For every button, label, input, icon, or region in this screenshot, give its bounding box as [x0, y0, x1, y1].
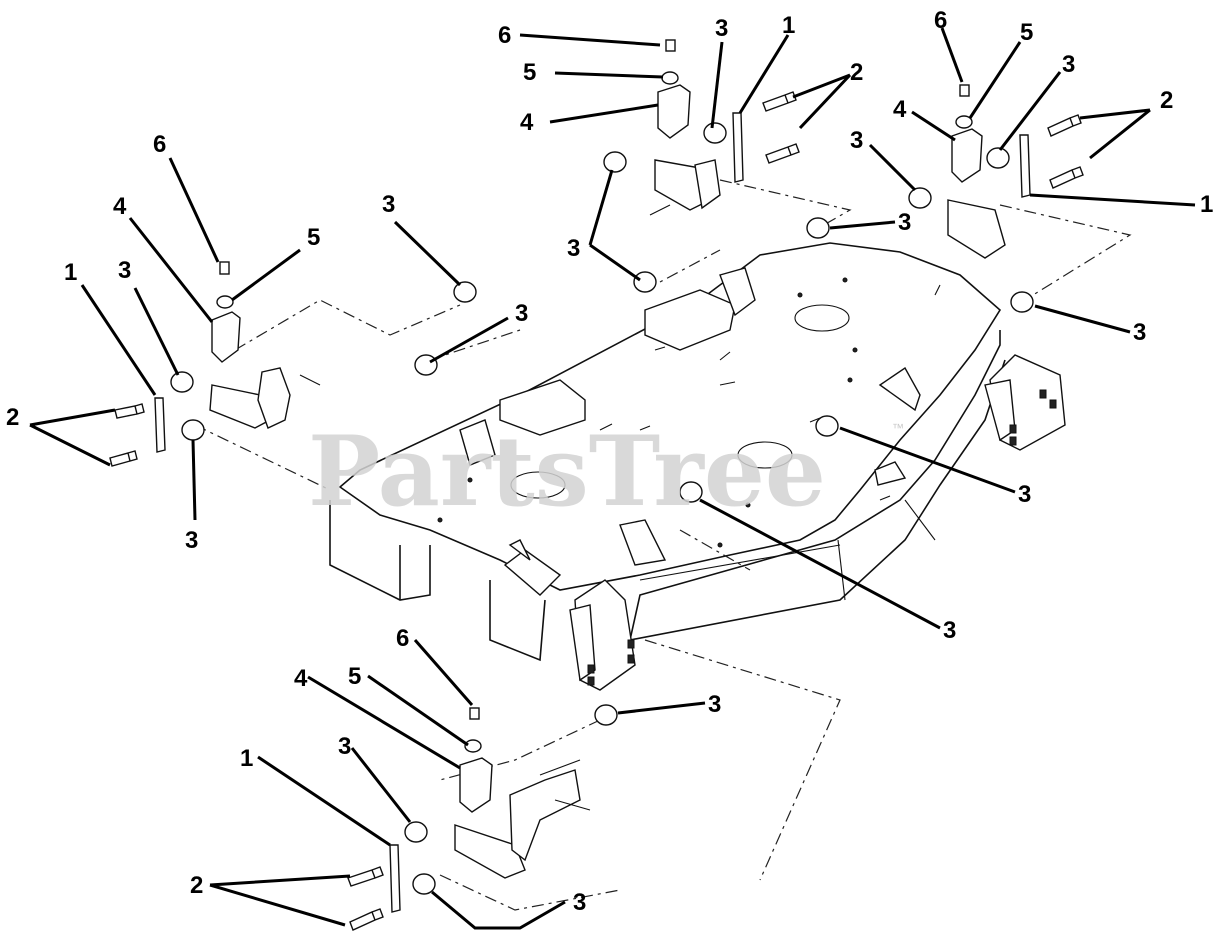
callout-2-top-center: 2 — [850, 59, 863, 86]
leader-lines — [29, 27, 1196, 930]
callout-2-left: 2 — [6, 404, 19, 431]
assembly-lines — [194, 179, 1132, 911]
loose-flange-nuts — [414, 281, 839, 503]
watermark-text: PartsTree — [308, 415, 826, 528]
callout-6-bottom: 6 — [396, 625, 409, 652]
callout-labels: 6 5 4 3 1 2 2 6 5 3 4 3 2 1 6 4 1 3 5 2 … — [6, 7, 1213, 916]
callout-5-bottom: 5 — [348, 663, 361, 690]
watermark-trademark: ™ — [892, 421, 904, 435]
callout-3-top-center-pair: 3 — [567, 235, 580, 262]
callout-5-left: 5 — [307, 224, 320, 251]
callout-3-top-right-deck: 3 — [898, 209, 911, 236]
callout-3-bottom-nut: 3 — [708, 691, 721, 718]
callout-3-bottom-right: 3 — [573, 889, 586, 916]
callout-3-deck-center-right: 3 — [1018, 481, 1031, 508]
callout-4-top-center: 4 — [520, 109, 534, 136]
callout-5-top-right: 5 — [1020, 19, 1033, 46]
callout-3-deck-nut-b: 3 — [515, 300, 528, 327]
callout-3-top-right-nut: 3 — [850, 127, 863, 154]
callout-3-left: 3 — [118, 257, 131, 284]
callout-3-top-center: 3 — [715, 15, 728, 42]
top-right-hanger-assembly — [806, 84, 1084, 313]
callout-6-left: 6 — [153, 131, 166, 158]
callout-3-deck-center: 3 — [943, 617, 956, 644]
bottom-hanger-assembly — [347, 704, 618, 931]
left-hanger-assembly — [109, 261, 321, 467]
callout-1-top-right: 1 — [1200, 191, 1213, 218]
callout-1-top-center: 1 — [782, 12, 795, 39]
callout-3-top-right: 3 — [1062, 51, 1075, 78]
callout-6-top-right: 6 — [934, 7, 947, 34]
callout-3-bottom: 3 — [338, 733, 351, 760]
callout-1-left: 1 — [64, 259, 77, 286]
callout-4-top-right: 4 — [893, 96, 907, 123]
callout-5-top-center: 5 — [523, 59, 536, 86]
callout-2-top-right: 2 — [1160, 87, 1173, 114]
mower-deck — [329, 242, 1066, 691]
callout-6-top-center: 6 — [498, 22, 511, 49]
callout-2-bottom: 2 — [190, 872, 203, 899]
callout-4-bottom: 4 — [294, 665, 308, 692]
top-center-hanger-assembly — [603, 39, 800, 293]
callout-3-deck-nut-a: 3 — [382, 191, 395, 218]
callout-4-left: 4 — [113, 193, 127, 220]
callout-3-right-deck: 3 — [1133, 319, 1146, 346]
callout-3-left-lower: 3 — [185, 527, 198, 554]
callout-1-bottom: 1 — [240, 745, 253, 772]
